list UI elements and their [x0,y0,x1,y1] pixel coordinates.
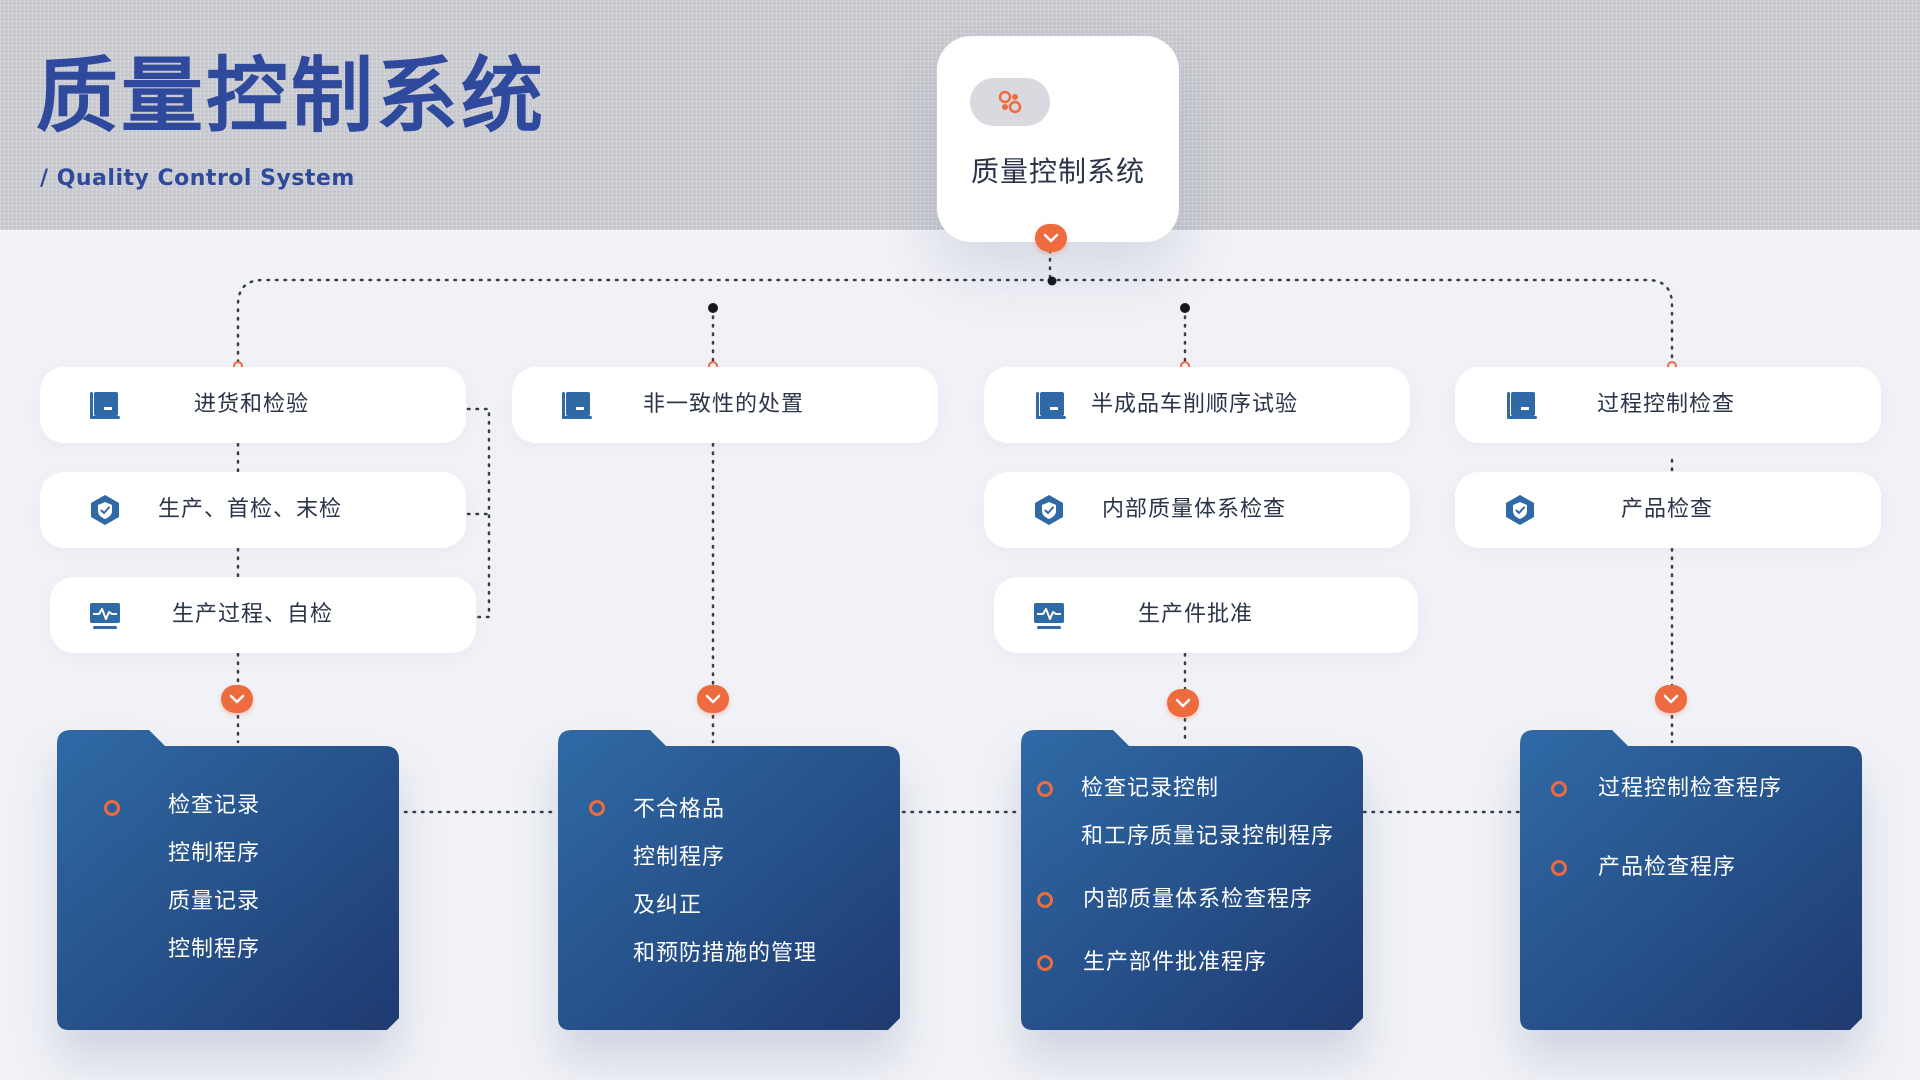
shield-check-icon [88,493,122,527]
node-label: 进货和检验 [194,392,310,417]
document-board-icon [1505,388,1539,422]
node-label: 过程控制检查 [1597,392,1736,417]
folder-item: 不合格品 [633,797,726,822]
bullet-marker [1551,860,1567,876]
folder-item: 产品检查程序 [1598,855,1737,880]
node-label: 生产件批准 [1138,602,1254,627]
folder-card-col1: 检查记录 控制程序 质量记录 控制程序 [57,730,399,1030]
folder-item: 和预防措施的管理 [633,941,818,966]
node-incoming-inspection: 进货和检验 [40,367,466,443]
chevron-down-icon [1035,224,1067,252]
document-board-icon [560,388,594,422]
node-production-part-approval: 生产件批准 [994,577,1418,653]
document-board-icon [88,388,122,422]
document-board-icon [1034,388,1068,422]
bullet-marker [104,800,120,816]
folder-item: 及纠正 [633,893,703,918]
node-product-check: 产品检查 [1455,472,1881,548]
folder-card-col3: 检查记录控制 和工序质量记录控制程序 内部质量体系检查程序 生产部件批准程序 [1021,730,1363,1030]
folder-item: 检查记录控制 [1081,776,1220,801]
node-nonconformity-disposal: 非一致性的处置 [512,367,938,443]
bullet-marker [1037,892,1053,908]
page-title: 质量控制系统 [36,49,547,144]
node-production-inspection: 生产、首检、末检 [40,472,466,548]
gear-cluster-icon [970,78,1050,126]
node-label: 生产、首检、末检 [158,497,343,522]
chevron-down-icon [697,685,729,713]
shield-check-icon [1032,493,1066,527]
page-subtitle: / Quality Control System [40,166,355,191]
shield-check-icon [1503,493,1537,527]
chevron-down-icon [1655,685,1687,713]
folder-item: 控制程序 [633,845,726,870]
node-label: 非一致性的处置 [643,392,805,417]
monitor-pulse-icon [88,598,122,632]
folder-item: 过程控制检查程序 [1598,776,1783,801]
node-label: 半成品车削顺序试验 [1091,392,1299,417]
chevron-down-icon [1167,689,1199,717]
center-node-label: 质量控制系统 [970,155,1145,188]
node-label: 生产过程、自检 [172,602,334,627]
node-process-self-check: 生产过程、自检 [50,577,476,653]
bullet-marker [1037,781,1053,797]
folder-item: 控制程序 [168,841,261,866]
folder-item: 控制程序 [168,937,261,962]
bullet-marker [589,800,605,816]
folder-item: 和工序质量记录控制程序 [1081,824,1335,849]
folder-item: 质量记录 [168,889,261,914]
center-node-card: 质量控制系统 [937,36,1179,242]
monitor-pulse-icon [1032,598,1066,632]
node-label: 内部质量体系检查 [1102,497,1287,522]
folder-item: 检查记录 [168,793,261,818]
folder-card-col2: 不合格品 控制程序 及纠正 和预防措施的管理 [558,730,900,1030]
node-process-control-check: 过程控制检查 [1455,367,1881,443]
bullet-marker [1037,955,1053,971]
folder-item: 生产部件批准程序 [1083,950,1268,975]
folder-card-col4: 过程控制检查程序 产品检查程序 [1520,730,1862,1030]
bullet-marker [1551,781,1567,797]
node-semi-finished-turning-test: 半成品车削顺序试验 [984,367,1410,443]
node-internal-quality-audit: 内部质量体系检查 [984,472,1410,548]
node-label: 产品检查 [1621,497,1714,522]
folder-item: 内部质量体系检查程序 [1083,887,1314,912]
chevron-down-icon [221,685,253,713]
